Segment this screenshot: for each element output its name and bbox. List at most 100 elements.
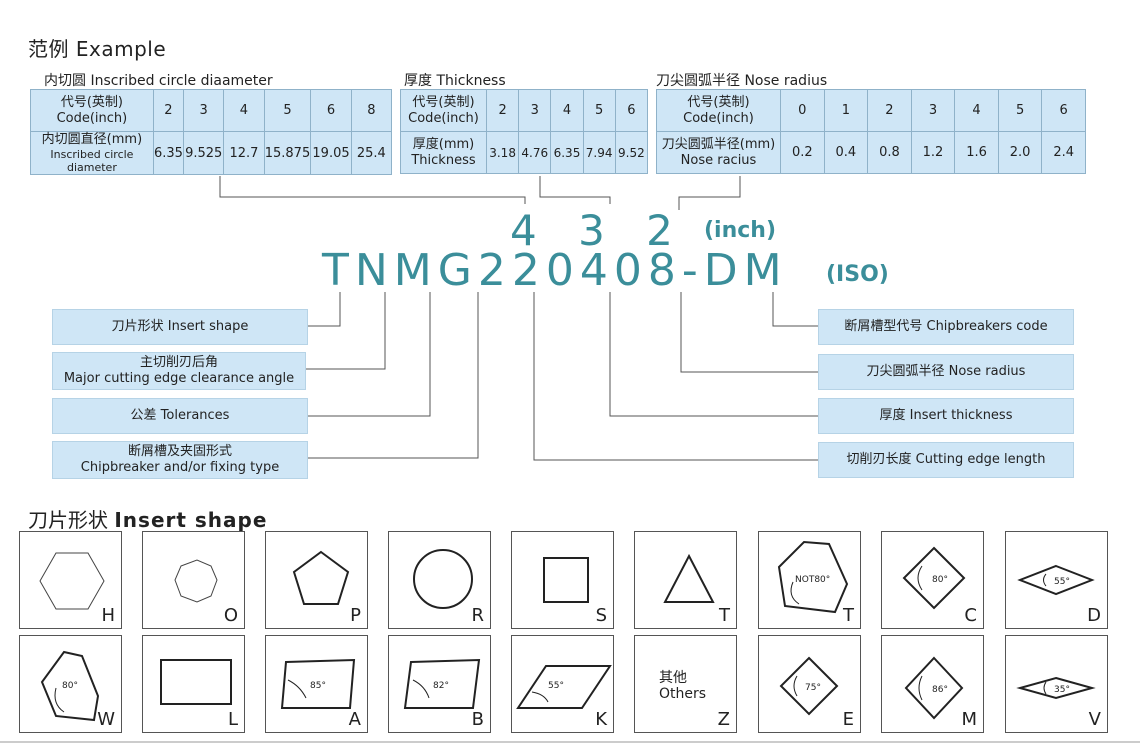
thickness-code-header: 代号(英制)Code(inch) [400, 89, 487, 132]
round-icon [413, 549, 473, 609]
nose-value-cell: 0.2 [780, 131, 825, 174]
shape-cell-d: 55° D [1005, 531, 1108, 629]
chipbreaker-connector [308, 292, 479, 459]
shape-cell-h: H [19, 531, 122, 629]
nose-code-cell: 5 [997, 89, 1043, 132]
nose-code-cell: 2 [867, 89, 912, 132]
rhombus-75-icon: 75° [779, 656, 839, 716]
shape-letter: K [595, 709, 607, 730]
rhombus-35-icon: 35° [1016, 676, 1096, 700]
hexagon-icon [39, 552, 105, 610]
shape-letter: P [350, 605, 361, 626]
shape-letter: O [223, 605, 238, 626]
shape-cell-t: T [634, 531, 737, 629]
nose-code-cell: 4 [954, 89, 999, 132]
thickness-caption: 厚度 Thickness [404, 73, 506, 89]
rhombus-80-icon: 80° [902, 546, 966, 610]
shape-letter: M [961, 709, 977, 730]
inscribed-value-header: 内切圆直径(mm)Inscribed circle diameter [30, 131, 154, 175]
inscribed-value-cell: 25.4 [350, 131, 393, 175]
rectangle-icon [160, 659, 232, 705]
chipbreaker-code-label: 断屑槽型代号 Chipbreakers code [818, 309, 1074, 345]
shape-cell-w: 80° W [19, 635, 122, 733]
shape-letter: L [227, 709, 238, 730]
bottom-rule [0, 741, 1140, 743]
angle-label: 80° [932, 575, 948, 585]
thickness-value-cell: 4.76 [518, 131, 552, 174]
shape-cell-v: 35° V [1005, 635, 1108, 733]
nose-value-header: 刀尖圆弧半径(mm)Nose racius [656, 131, 781, 174]
example-title: 范例 Example [28, 37, 167, 61]
octagon-icon [174, 559, 218, 603]
angle-label: 82° [433, 681, 449, 691]
shape-cell-l: L [142, 635, 245, 733]
iso-code: TNMG220408-DM [322, 245, 788, 296]
square-icon [543, 557, 589, 603]
shape-cell-t-irregular: NOT80° T [758, 531, 861, 629]
nose-radius-label: 刀尖圆弧半径 Nose radius [818, 354, 1074, 390]
shape-letter: T [719, 605, 730, 626]
nose-connector [678, 176, 741, 210]
rhombus-55-icon: 55° [1017, 564, 1095, 596]
nose-value-cell: 1.6 [954, 131, 999, 174]
trigon-80-icon: 80° [40, 650, 100, 722]
angle-label: 55° [548, 681, 564, 691]
shape-cell-e: 75° E [758, 635, 861, 733]
thickness-code-cell: 6 [614, 89, 649, 132]
shape-cell-k: 55° K [511, 635, 614, 733]
inscribed-value-cell: 12.7 [223, 131, 265, 175]
shape-cell-r: R [388, 531, 491, 629]
shape-letter: A [348, 709, 361, 730]
shape-letter: B [471, 709, 484, 730]
clearance-connector [306, 292, 386, 370]
inch-code: 4 3 2 [510, 206, 687, 255]
inscribed-caption: 内切圆 Inscribed circle diaameter [44, 73, 273, 89]
angle-label: 35° [1054, 685, 1070, 695]
cutting-edge-length-label: 切削刃长度 Cutting edge length [818, 442, 1074, 478]
insert-shape-connector [308, 292, 341, 327]
inscribed-value-cell: 9.525 [183, 131, 225, 175]
insert-thickness-label: 厚度 Insert thickness [818, 398, 1074, 434]
inscribed-connector [219, 176, 526, 204]
tolerances-label: 公差 Tolerances [52, 398, 308, 434]
shape-cell-a: 85° A [265, 635, 368, 733]
inscribed-table: 代号(英制)Code(inch) 2 3 4 5 6 8 内切圆直径(mm)In… [30, 89, 393, 175]
shape-letter: Z [717, 709, 730, 730]
thickness-value-cell: 7.94 [582, 131, 616, 174]
pentagon-icon [292, 550, 350, 605]
shape-letter: D [1087, 605, 1101, 626]
inscribed-code-cell: 3 [183, 89, 225, 132]
shape-letter: E [842, 709, 854, 730]
shape-cell-c: 80° C [881, 531, 984, 629]
thickness-table: 代号(英制)Code(inch) 2 3 4 5 6 厚度(mm)Thickne… [400, 89, 649, 174]
nose-caption: 刀尖圆弧半径 Nose radius [656, 73, 828, 89]
shape-letter: R [471, 605, 484, 626]
angle-label: 85° [310, 681, 326, 691]
shape-letter: S [595, 605, 607, 626]
nose-table: 代号(英制)Code(inch) 0 1 2 3 4 5 6 刀尖圆弧半径(mm… [656, 89, 1086, 174]
inscribed-code-cell: 8 [350, 89, 393, 132]
inch-unit: (inch) [704, 218, 777, 243]
nose-value-cell: 0.8 [867, 131, 912, 174]
nose-code-cell: 6 [1041, 89, 1086, 132]
inscribed-value-cell: 19.05 [310, 131, 352, 175]
parallelogram-55-icon: 55° [516, 665, 612, 709]
tolerance-connector [308, 292, 431, 417]
shape-cell-s: S [511, 531, 614, 629]
shape-letter: H [101, 605, 115, 626]
parallelogram-82-icon: 82° [403, 658, 481, 709]
shape-letter: T [843, 605, 854, 626]
thickness-label-connector [609, 292, 818, 417]
shape-letter: V [1088, 709, 1101, 730]
parallelogram-85-icon: 85° [280, 658, 356, 709]
angle-label: 55° [1054, 577, 1070, 587]
shape-letter: W [97, 709, 115, 730]
inscribed-code-header: 代号(英制)Code(inch) [30, 89, 154, 132]
shape-cell-b: 82° B [388, 635, 491, 733]
thickness-value-header: 厚度(mm)Thickness [400, 131, 487, 174]
chipbreaker-code-connector [772, 292, 818, 327]
